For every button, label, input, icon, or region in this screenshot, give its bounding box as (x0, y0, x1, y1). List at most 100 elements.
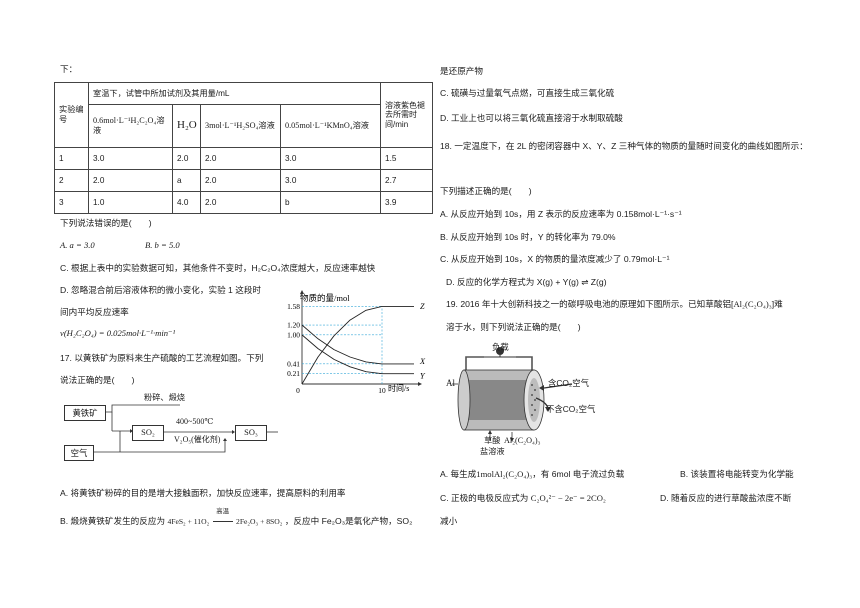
q18-option-a[interactable]: A. 从反应开始到 10s，用 Z 表示的反应速率为 0.158mol·L⁻¹·… (440, 209, 682, 219)
carbon-breathing-battery-figure: 负载 Al 含CO₂空气 不含CO₂空气 草酸 盐溶液 Al₂(C₂O₄)₃ (444, 340, 624, 458)
electrolyte-label: 草酸 盐溶液 (480, 435, 505, 457)
q19-option-d-cont: 减小 (440, 516, 458, 526)
intro-text: 下： (60, 64, 78, 74)
y-tick-label: 1.00 (287, 330, 300, 339)
q19-option-b[interactable]: B. 该装置将电能转变为化学能 (680, 469, 794, 479)
co2-air-out-label: 不含CO₂空气 (546, 404, 596, 414)
sub-header-h2o: H₂O (172, 104, 201, 148)
q16-option-d-formula: v(H₂C₂O₄) = 0.025mol·L⁻¹·min⁻¹ (60, 328, 176, 338)
x-tick-label: 10 (378, 386, 386, 395)
q17-option-c[interactable]: C. 硫磺与过量氧气点燃，可直接生成三氧化硫 (440, 88, 615, 98)
q19-option-c-formula: C₂O₄²⁻ − 2e⁻ = 2CO₂ (530, 493, 606, 503)
q19-option-a[interactable]: A. 每生成1molAl₂(C₂O₄)₃，有 6mol 电子流过负载 (440, 469, 624, 479)
q19-stem: 19. 2016 年十大创新科技之一的碳呼吸电池的原理如下图所示。已知草酸铝[A… (446, 299, 783, 309)
load-label: 负载 (492, 342, 509, 352)
table-cell: 2.0 (88, 169, 173, 192)
table-cell: 3 (54, 191, 89, 214)
series-line-x (301, 324, 414, 365)
table-row: 1 3.0 2.0 2.0 3.0 1.5 (54, 147, 434, 170)
table-cell: 2.7 (380, 169, 434, 192)
q16-option-a[interactable]: A. a = 3.0 (60, 240, 95, 250)
table-cell: 3.0 (88, 147, 173, 170)
q18-stem-cont: 下列描述正确的是( ) (440, 186, 532, 196)
table-cell: 2.0 (172, 147, 201, 170)
electrolyte-label-line2: 盐溶液 (480, 447, 505, 456)
flow-arrows (94, 404, 278, 453)
q19-option-c[interactable]: C. 正极的电极反应式为 C₂O₄²⁻ − 2e⁻ = 2CO₂ (440, 493, 606, 503)
series-line-z (301, 305, 414, 385)
air-box: 空气 (64, 445, 94, 461)
pyrite-box: 黄铁矿 (64, 405, 106, 421)
table-cell: 2.0 (200, 147, 281, 170)
y-tick-label: 0.41 (287, 359, 300, 368)
aluminum-label: Al (446, 378, 455, 388)
sub-header-h2c2o4: 0.6mol·L⁻¹H₂C₂O₄溶液 (88, 104, 173, 148)
table-cell: 2.0 (200, 169, 281, 192)
table-cell: 2 (54, 169, 89, 192)
col-header-conditions: 室温下，试管中所加试剂及其用量/mL (87, 82, 382, 105)
series-line-y (301, 334, 414, 375)
q17-stem-cont: 说法正确的是( ) (60, 375, 135, 385)
q17-stem: 17. 以黄铁矿为原料来生产硫酸的工艺流程如图。下列 (60, 353, 264, 363)
q16-option-d[interactable]: D. 忽略混合前后溶液体积的微小变化，实验 1 这段时 (60, 285, 262, 295)
q17-option-a[interactable]: A. 将黄铁矿粉碎的目的是增大接触面积，加快反应速率，提高原料的利用率 (60, 488, 346, 498)
q18-stem: 18. 一定温度下，在 2L 的密闭容器中 X、Y、Z 三种气体的物质的量随时间… (440, 141, 808, 151)
table-cell: 1.0 (88, 191, 173, 214)
co2-air-in-label: 含CO₂空气 (548, 378, 589, 388)
experiment-table: 实验编号 室温下，试管中所加试剂及其用量/mL 溶液紫色褪去所需时间/min 0… (54, 82, 434, 214)
q18-option-d[interactable]: D. 反应的化学方程式为 X(g) + Y(g) ⇌ Z(g) (446, 277, 607, 287)
electrolyte-label-line1: 草酸 (484, 436, 501, 445)
q17-option-d[interactable]: D. 工业上也可以将三氧化硫直接溶于水制取硫酸 (440, 113, 623, 123)
q17-equation-right: 2Fe₂O₃ + 8SO₂ (236, 517, 283, 526)
condition-catalyst: V₂O₅(催化剂) (174, 435, 221, 444)
series-label-z: Z (420, 302, 425, 311)
chart-title: 物质的量/mol (300, 293, 350, 303)
y-tick-label: 0.21 (287, 369, 300, 378)
q17-option-b-continued: 是还原产物 (440, 66, 483, 76)
col-header-time: 溶液紫色褪去所需时间/min (380, 82, 434, 148)
q19-option-c-prefix: C. 正极的电极反应式为 (440, 493, 529, 503)
table-row: 3 1.0 4.0 2.0 b 3.9 (54, 191, 434, 214)
y-axis-arrow (300, 290, 304, 294)
chart-x-label: 时间/s (388, 383, 409, 393)
sub-header-h2so4: 3mol·L⁻¹H₂SO₄溶液 (200, 104, 281, 148)
q17-option-b-suffix: ，反应中 Fe₂O₃是氧化产物，SO₂ (284, 516, 413, 526)
q19-stem-cont: 溶于水，则下列说法正确的是( ) (446, 322, 581, 332)
condition-temperature: 400~500℃ (176, 417, 214, 426)
q16-option-c[interactable]: C. 根据上表中的实验数据可知，其他条件不变时，H₂C₂O₄浓度越大，反应速率越… (60, 263, 376, 273)
table-cell: 1.5 (380, 147, 434, 170)
q18-option-b[interactable]: B. 从反应开始到 10s 时，Y 的转化率为 79.0% (440, 232, 616, 242)
x-axis-arrow (418, 382, 422, 386)
q19-option-a-formula: 1molAl₂(C₂O₄)₃ (476, 469, 533, 479)
q16-stem: 下列说法错误的是( ) (60, 218, 152, 228)
q19-stem-formula: Al₂(C₂O₄)₃ (733, 299, 772, 309)
table-row: 2 2.0 a 2.0 3.0 2.7 (54, 169, 434, 192)
table-cell: 4.0 (172, 191, 201, 214)
table-cell: 3.0 (279, 169, 382, 192)
q19-stem-prefix: 19. 2016 年十大创新科技之一的碳呼吸电池的原理如下图所示。已知草酸铝[ (446, 299, 734, 309)
so2-box: SO₂ (132, 425, 164, 441)
q17-option-b-prefix: B. 煅烧黄铁矿发生的反应为 (60, 516, 166, 526)
q19-option-d[interactable]: D. 随着反应的进行草酸盐浓度不断 (660, 493, 792, 503)
y-tick-label: 1.58 (287, 302, 300, 311)
q16-option-b[interactable]: B. b = 5.0 (145, 240, 180, 250)
battery-drawing (452, 347, 573, 442)
table-cell: a (172, 169, 201, 192)
q17-equation-left: 4FeS₂ + 11O₂ (167, 517, 210, 526)
process-flow-diagram: 黄铁矿 粉碎、煅烧 SO₂ 400~500℃ V₂O₅(催化剂) SO₃ 空气 (60, 393, 290, 475)
table-cell: 2.0 (200, 191, 281, 214)
product-label: Al₂(C₂O₄)₃ (504, 436, 541, 445)
col-header-exp: 实验编号 (54, 82, 89, 148)
x-tick-label: 0 (296, 386, 300, 395)
table-cell: 3.9 (380, 191, 434, 214)
q18-option-c[interactable]: C. 从反应开始到 10s，X 的物质的量浓度减少了 0.79mol·L⁻¹ (440, 254, 670, 264)
q19-option-a-suffix: ，有 6mol 电子流过负载 (532, 469, 625, 479)
q19-option-a-prefix: A. 每生成 (440, 469, 477, 479)
table-cell: b (279, 191, 382, 214)
table-cell: 1 (54, 147, 89, 170)
q17-option-b[interactable]: B. 煅烧黄铁矿发生的反应为 4FeS₂ + 11O₂ 高温 2Fe₂O₃ + … (60, 508, 413, 526)
y-tick-label: 1.20 (287, 321, 300, 330)
q17-equation-condition: 高温 (216, 508, 230, 515)
grind-label: 粉碎、煅烧 (144, 393, 185, 402)
